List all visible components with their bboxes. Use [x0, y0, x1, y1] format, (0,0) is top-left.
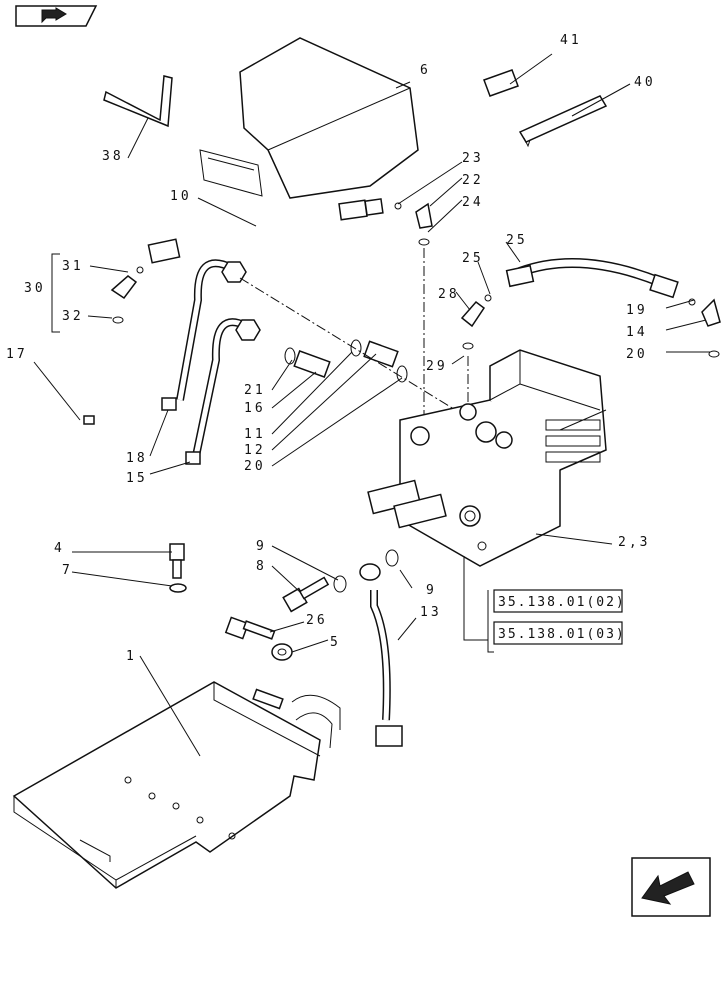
callout-15: 15 [126, 471, 148, 486]
callout-26: 24 [462, 195, 484, 210]
callout-6: 6 [420, 63, 431, 78]
callout-23: 22 [462, 173, 484, 188]
assembly-centerline [239, 248, 469, 420]
bolt-part [169, 543, 399, 661]
callout-1: 1 [126, 649, 137, 664]
hose-part [161, 259, 261, 465]
callout-18: 18 [126, 451, 148, 466]
callout-24: 23 [462, 151, 484, 166]
control-valve-part [367, 349, 607, 567]
reference-link-label: 35.138.01(03) [498, 627, 626, 642]
leader-lines [33, 53, 710, 757]
mounting-plate-part [12, 681, 341, 889]
callout-labels: 6 41 40 38 10 23 22 24 25 25 31 30 32 28… [6, 33, 656, 664]
callout-29: 28 [438, 287, 460, 302]
callout-16: 16 [244, 401, 266, 416]
callout-13: 13 [420, 605, 442, 620]
callout-30: 29 [426, 359, 448, 374]
callout-21: 20 [244, 459, 266, 474]
hose-part [359, 563, 403, 747]
callout-5: 5 [330, 635, 341, 650]
callout-10: 10 [170, 189, 192, 204]
callout-20: 20 [626, 347, 648, 362]
callout-32: 31 [62, 259, 84, 274]
callout-9-lower: 9 [426, 583, 437, 598]
callout-38: 38 [102, 149, 124, 164]
hose-part [505, 258, 679, 299]
callout-33: 32 [62, 309, 84, 324]
next-page-arrow-icon[interactable] [631, 857, 711, 917]
callout-31: 30 [24, 281, 46, 296]
reference-box-1[interactable]: 35.138.01(02) [493, 589, 626, 613]
callout-9-upper: 9 [256, 539, 267, 554]
callout-2-3: 2,3 [618, 535, 650, 550]
callout-40: 40 [634, 75, 656, 90]
callout-19: 19 [626, 303, 648, 318]
hose-clamp-part [62, 415, 130, 474]
hose-part [147, 198, 384, 264]
elbow-fitting-part [110, 202, 721, 358]
callout-14: 14 [626, 325, 648, 340]
callout-8: 8 [256, 559, 267, 574]
callout-27: 25 [506, 233, 528, 248]
reference-link-label: 35.138.01(02) [498, 595, 626, 610]
cover-part [199, 37, 419, 199]
callout-41: 41 [560, 33, 582, 48]
callout-12: 12 [244, 443, 266, 458]
callout-17: 17 [6, 347, 28, 362]
adapter-fitting-part [284, 339, 408, 383]
callout-28: 26 [306, 613, 328, 628]
callout-11: 11 [244, 427, 266, 442]
callout-22: 21 [244, 383, 266, 398]
clip-strip-part [483, 69, 608, 148]
back-navigation-icon[interactable] [15, 5, 98, 27]
callout-25: 25 [462, 251, 484, 266]
reference-box-2[interactable]: 35.138.01(03) [493, 621, 626, 645]
callout-7: 7 [62, 563, 73, 578]
callout-4: 4 [54, 541, 65, 556]
bent-tube-part [103, 75, 173, 128]
